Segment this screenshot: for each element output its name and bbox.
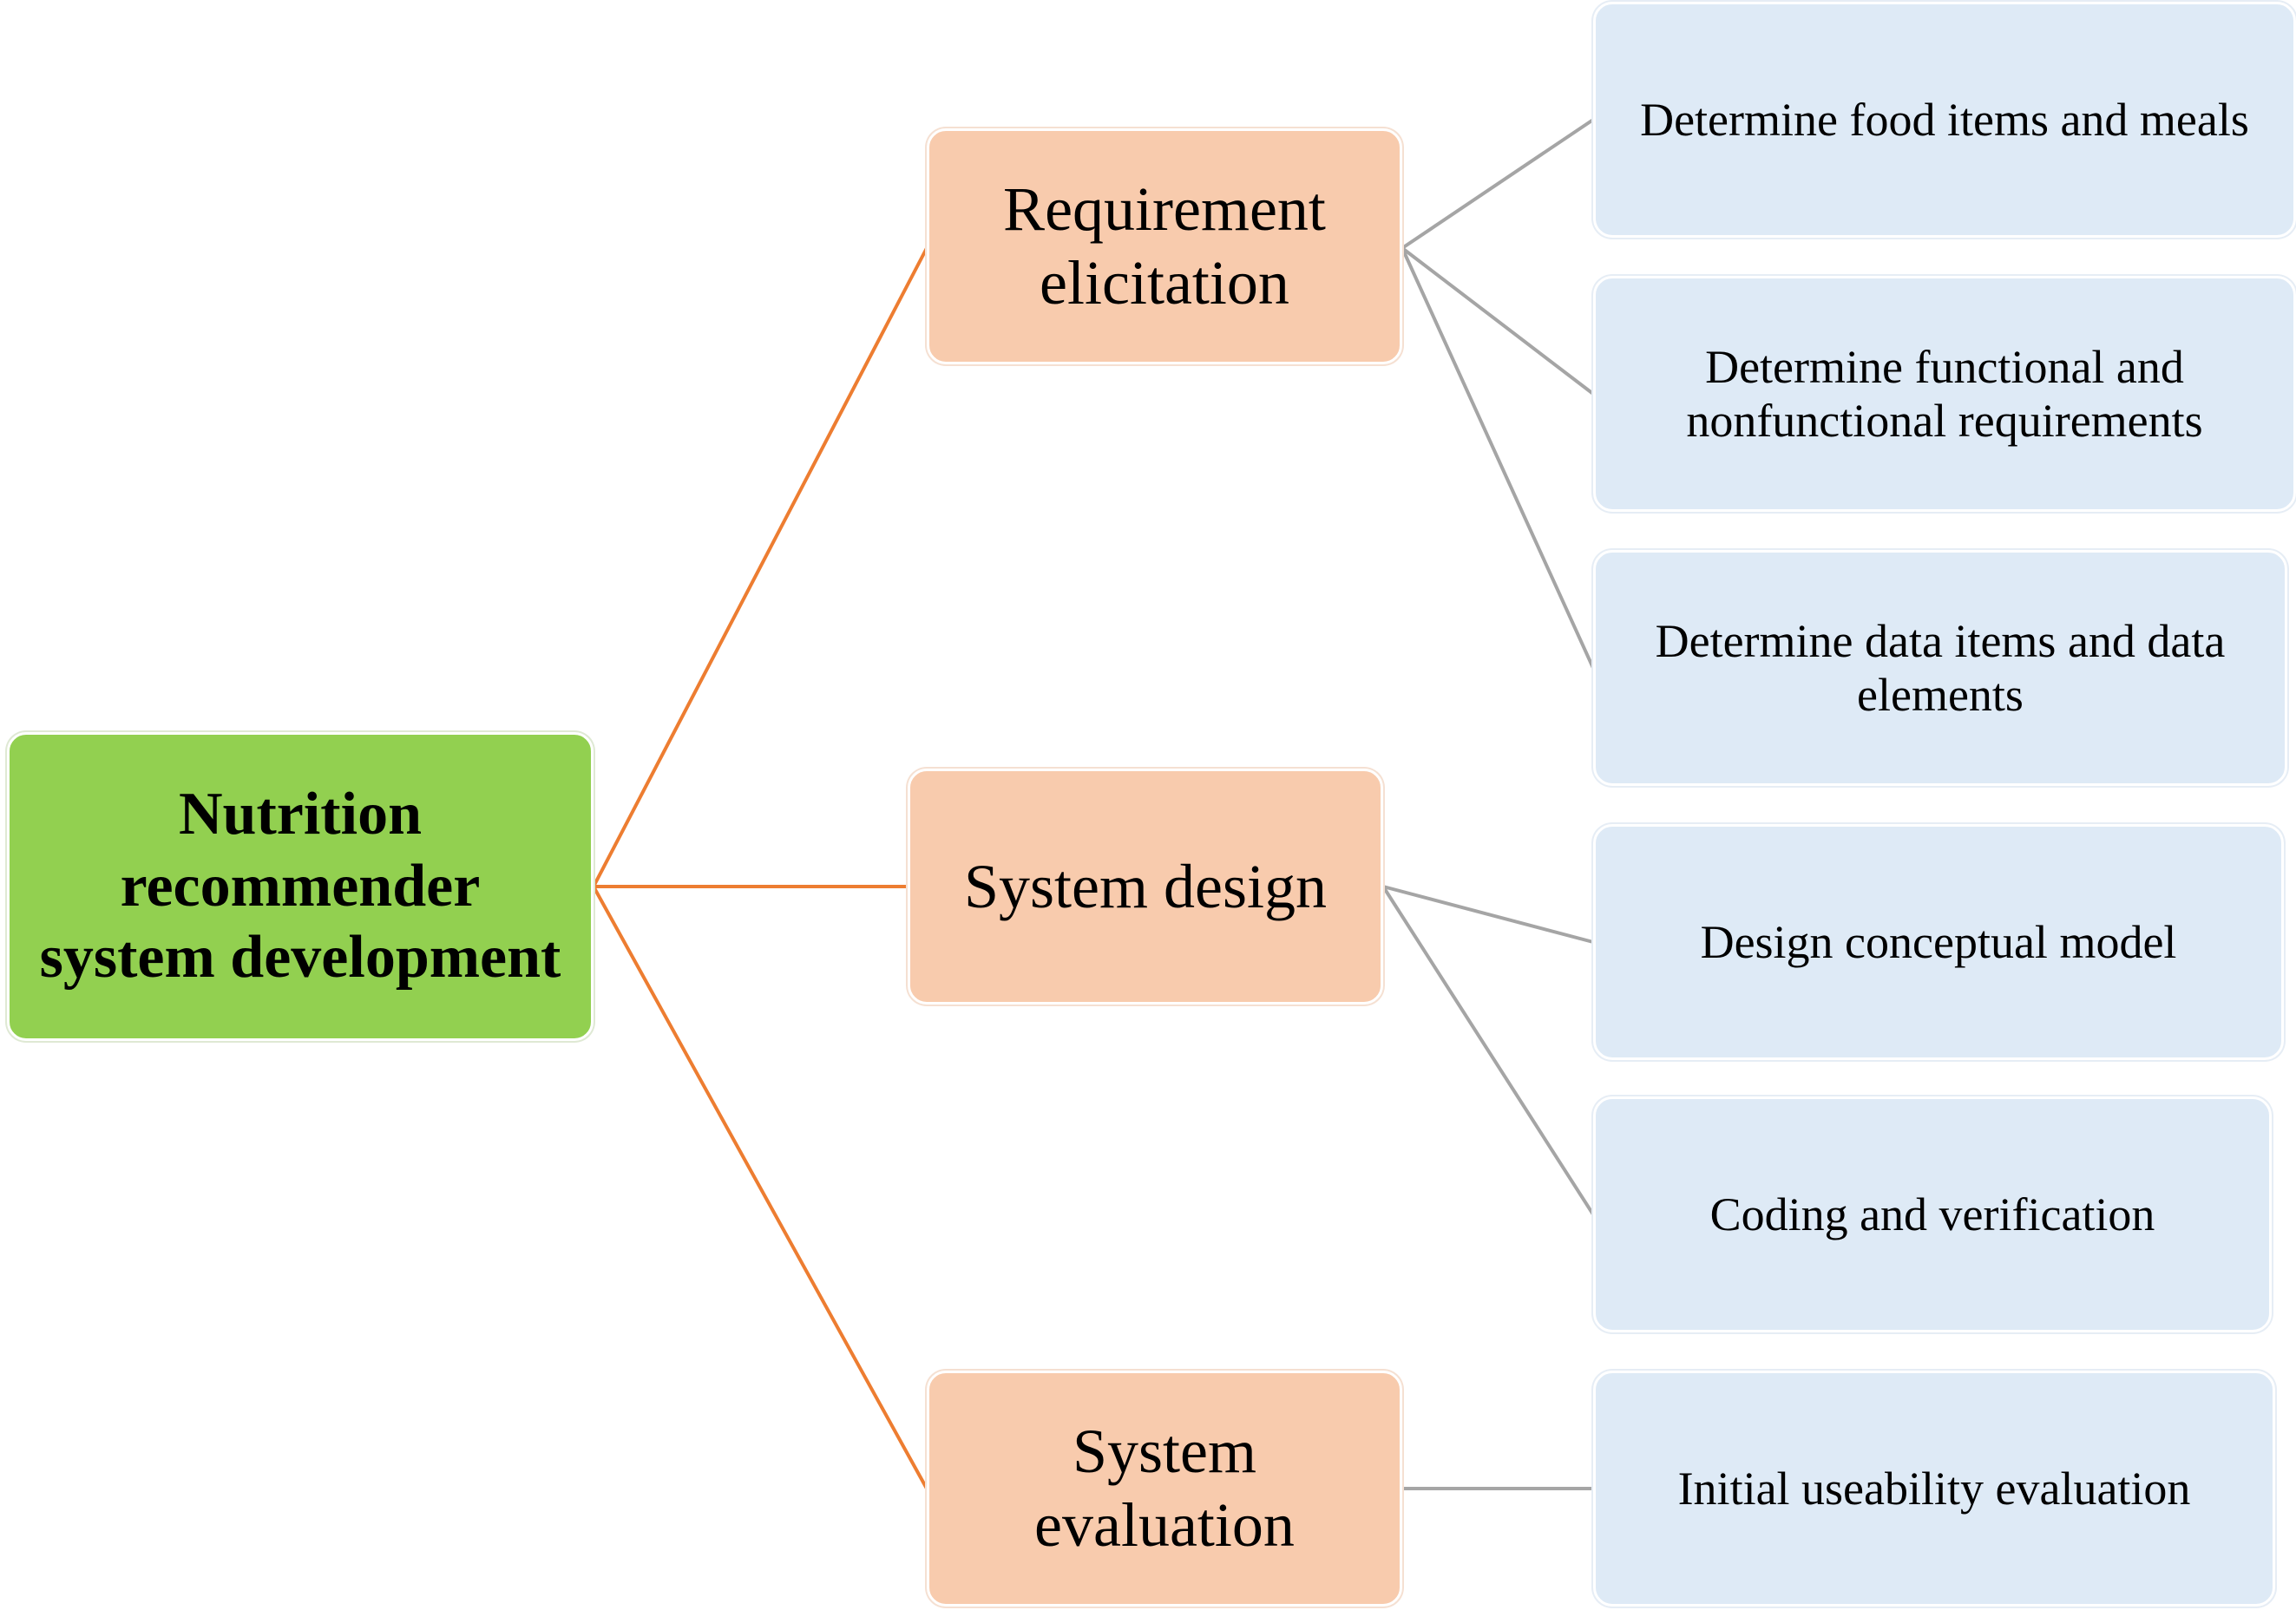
task-node-food-items: Determine food items and meals <box>1593 2 2296 238</box>
task-label: Coding and verification <box>1710 1188 2155 1241</box>
connector-design-to-conceptual <box>1382 885 1594 944</box>
task-label-line: Determine data items and data <box>1655 614 2226 667</box>
task-node-data-items: Determine data items and data elements <box>1593 550 2287 786</box>
phase-node-requirement: Requirement elicitation <box>927 128 1402 364</box>
root-label-line: system development <box>39 924 561 992</box>
phase-node-evaluation: System evaluation <box>927 1371 1402 1607</box>
phase-node-design: System design <box>908 769 1383 1005</box>
connector-requirement-to-food <box>1401 118 1595 250</box>
task-label: Determine data items and data elements <box>1656 614 2226 722</box>
task-label-line: elements <box>1857 669 2024 721</box>
task-label-line: Coding and verification <box>1709 1188 2155 1240</box>
connector-design-to-coding <box>1381 885 1595 1216</box>
root-label: Nutrition recommender system development <box>40 779 561 994</box>
phase-label: System evaluation <box>1034 1415 1295 1562</box>
root-label-line: Nutrition <box>179 781 422 848</box>
phase-label: Requirement elicitation <box>1003 173 1326 320</box>
task-label-line: Design conceptual model <box>1700 915 2177 968</box>
task-label: Initial useability evaluation <box>1678 1462 2191 1515</box>
root-node: Nutrition recommender system development <box>7 732 594 1041</box>
task-node-coding: Coding and verification <box>1593 1096 2272 1332</box>
phase-label: System design <box>964 850 1327 924</box>
task-label-line: Determine functional and <box>1705 340 2184 393</box>
task-label: Determine food items and meals <box>1640 93 2249 147</box>
task-label: Design conceptual model <box>1701 915 2177 969</box>
root-label-line: recommender <box>120 852 481 920</box>
task-label-line: Initial useability evaluation <box>1677 1462 2191 1515</box>
connector-requirement-to-functional <box>1401 246 1595 396</box>
task-label-line: Determine food items and meals <box>1640 93 2249 146</box>
phase-label-line: System <box>1072 1417 1256 1487</box>
task-label-line: nonfunctional requirements <box>1686 395 2203 447</box>
task-label: Determine functional and nonfunctional r… <box>1686 340 2202 448</box>
phase-label-line: elicitation <box>1040 248 1289 317</box>
task-node-conceptual-model: Design conceptual model <box>1593 824 2284 1060</box>
connector-root-to-requirement <box>592 247 928 887</box>
phase-label-line: Requirement <box>1003 174 1326 245</box>
connector-root-to-evaluation <box>592 886 928 1489</box>
phase-label-line: System design <box>963 851 1327 921</box>
phase-label-line: evaluation <box>1034 1490 1295 1560</box>
task-node-useability: Initial useability evaluation <box>1593 1371 2275 1607</box>
connector-requirement-to-data <box>1401 247 1595 669</box>
task-node-requirements: Determine functional and nonfunctional r… <box>1593 276 2296 512</box>
